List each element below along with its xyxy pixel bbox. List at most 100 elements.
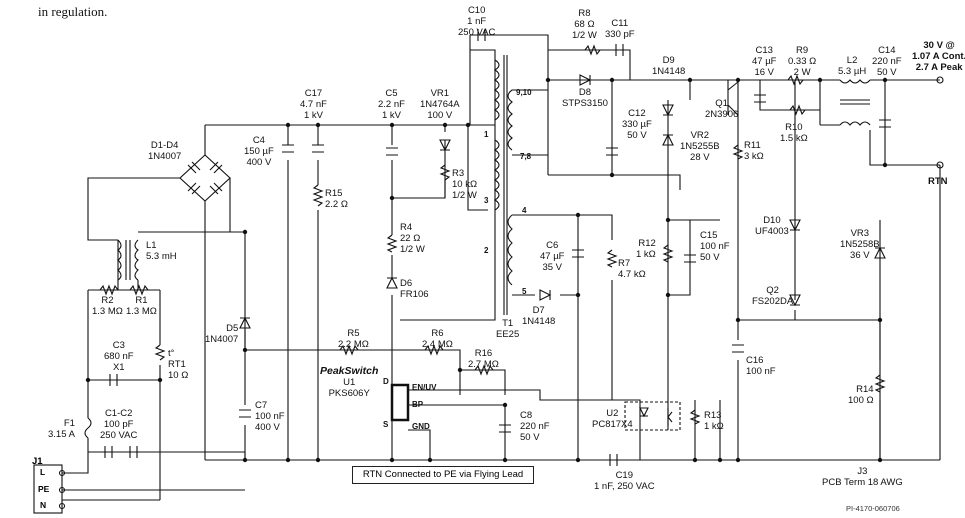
intro-text: in regulation. — [38, 4, 108, 19]
j1-body — [33, 464, 63, 514]
c15-symbol — [684, 254, 696, 263]
j1-pin-pe-label: PE — [38, 484, 50, 494]
u1-pin-en: EN/UV — [412, 383, 437, 392]
u1-pin-gnd: GND — [412, 422, 430, 431]
j1-label: J1 — [32, 456, 43, 467]
r13-symbol — [689, 409, 701, 425]
r16-symbol — [474, 364, 494, 376]
r8-symbol — [584, 44, 601, 56]
t1-pin-4: 4 — [522, 206, 527, 215]
junction-dots — [85, 77, 888, 463]
bridge-diode-3 — [187, 182, 201, 195]
l2-core — [840, 99, 870, 105]
c10-symbol — [477, 29, 486, 41]
c16-symbol — [732, 344, 744, 353]
u2-box — [624, 401, 681, 431]
c5-symbol — [386, 147, 398, 156]
c19-symbol — [609, 454, 618, 466]
q1-symbol — [727, 80, 739, 116]
t1-primary-top — [493, 59, 500, 121]
j1-pin-n-label: N — [40, 500, 47, 510]
r5-symbol — [339, 344, 359, 356]
d5-symbol — [239, 316, 251, 329]
bridge-diode-2 — [209, 161, 223, 174]
l1-core — [125, 240, 131, 280]
r15-symbol — [312, 184, 324, 207]
q2-symbol — [789, 294, 801, 307]
u1-body — [390, 383, 410, 422]
r14-symbol — [874, 374, 886, 393]
output-plus-terminal — [936, 76, 944, 84]
r6-symbol — [424, 344, 444, 356]
component-symbols — [33, 29, 944, 514]
c4-symbol — [282, 144, 294, 153]
wires — [62, 34, 941, 501]
c3-symbol — [109, 374, 118, 386]
u1-pin-s: S — [383, 420, 389, 429]
r1-symbol — [129, 284, 149, 296]
t1-pin-5: 5 — [522, 287, 527, 296]
t1-secondary — [507, 89, 513, 151]
c6-symbol — [572, 249, 584, 258]
j1-pin-l-label: L — [40, 467, 46, 477]
t1-pin-3: 3 — [484, 196, 489, 205]
t1-pin-1: 1 — [484, 130, 489, 139]
r11-symbol — [732, 144, 744, 160]
u1-pin-bp: BP — [412, 400, 424, 409]
f1-symbol — [84, 417, 92, 439]
c13-symbol — [754, 94, 766, 103]
rtn-note: RTN Connected to PE via Flying Lead — [352, 466, 534, 484]
c17-symbol — [312, 144, 324, 153]
t1-pin-9-10: 9,10 — [516, 88, 532, 97]
vr1-symbol — [439, 139, 451, 152]
output-voltage-label: 30 V @ 1.07 A Cont. 2.7 A Peak — [912, 40, 965, 73]
t1-pin-7-8: 7,8 — [520, 152, 532, 161]
t1-primary — [493, 139, 500, 211]
c1c2-symbol — [104, 446, 138, 458]
l2-windings — [839, 79, 871, 126]
bridge-diode-1 — [187, 161, 201, 174]
vr3-symbol — [874, 246, 886, 259]
figure-code: PI-4170-060706 — [846, 504, 900, 513]
t1-core — [503, 55, 508, 315]
j1-pin-l — [58, 469, 66, 477]
c8-symbol — [499, 424, 511, 433]
u1-pin-d: D — [383, 377, 389, 386]
r9-symbol — [787, 74, 804, 86]
t1-pin-2: 2 — [484, 246, 489, 255]
r10-symbol — [789, 104, 806, 116]
